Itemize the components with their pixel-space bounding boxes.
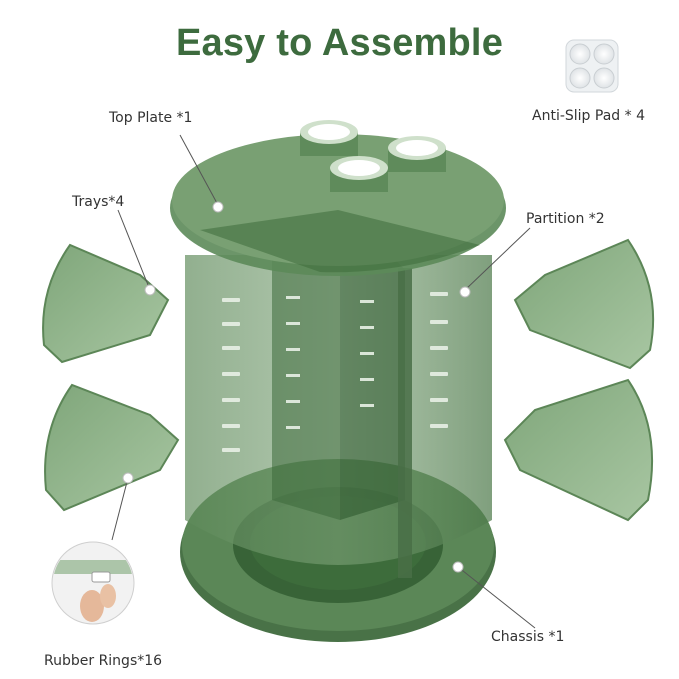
label-chassis: Chassis *1 [491,629,565,645]
label-partition: Partition *2 [526,211,605,227]
page-title: Easy to Assemble [175,22,504,64]
label-top-plate: Top Plate *1 [109,110,193,126]
rubber-rings-detail [51,541,135,625]
tray-mid-left [44,383,180,512]
tray-bottom-right [503,378,653,522]
tray-top-left [42,243,170,364]
organizer-body [170,120,506,642]
callout-lines [111,134,536,629]
label-anti-slip-pad: Anti-Slip Pad * 4 [532,108,645,124]
label-rubber-rings: Rubber Rings*16 [44,653,163,669]
tray-top-right [513,238,655,370]
label-trays: Trays*4 [72,194,125,210]
callout-dots [122,201,471,573]
anti-slip-pad-image [565,39,619,93]
